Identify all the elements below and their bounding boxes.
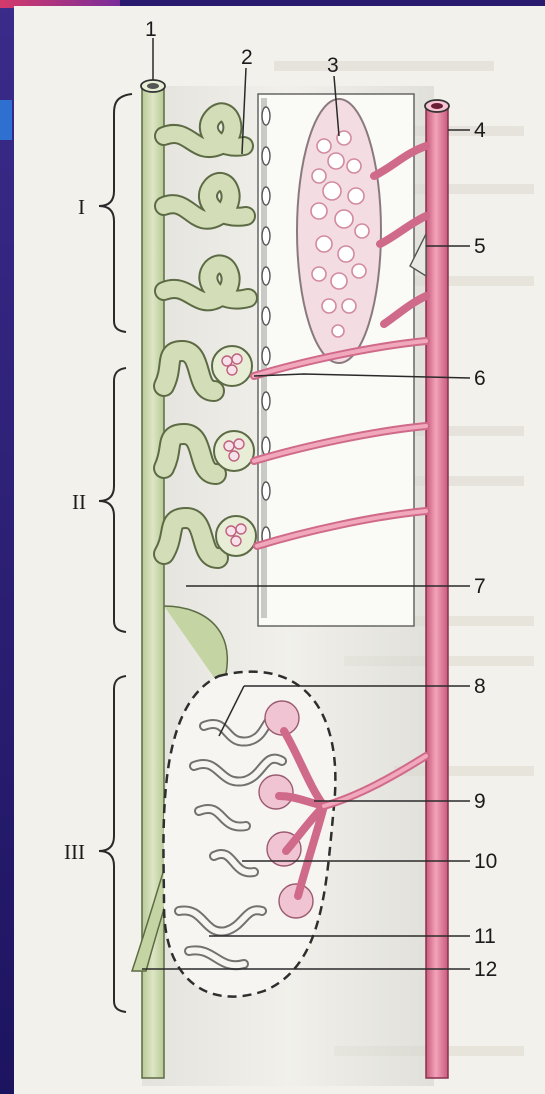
label-1: 1: [145, 18, 157, 41]
label-9: 9: [474, 790, 486, 813]
label-11: 11: [474, 925, 496, 948]
diagram-page: 1 2 3 4 5 6 7 8 9 10 11 12 I II III: [14, 6, 545, 1094]
slide-frame-left: [0, 0, 14, 1094]
label-6: 6: [474, 367, 486, 390]
stage-label-II: II: [72, 490, 86, 514]
mesonephric-tubules: [164, 346, 256, 558]
label-7: 7: [474, 575, 486, 598]
slide-frame-notch: [0, 100, 12, 140]
mesonephric-ridge-oval: [297, 99, 381, 363]
stage-labels: I II III: [64, 195, 86, 864]
label-3: 3: [327, 54, 339, 77]
label-4: 4: [474, 119, 486, 142]
label-12: 12: [474, 958, 497, 981]
label-10: 10: [474, 850, 497, 873]
stage-label-III: III: [64, 840, 85, 864]
label-2: 2: [241, 46, 253, 69]
stage-brackets: [99, 94, 132, 1012]
label-5: 5: [474, 235, 486, 258]
label-8: 8: [474, 675, 486, 698]
kidney-development-diagram: 1 2 3 4 5 6 7 8 9 10 11 12 I II III: [14, 6, 545, 1094]
stage-label-I: I: [78, 195, 85, 219]
